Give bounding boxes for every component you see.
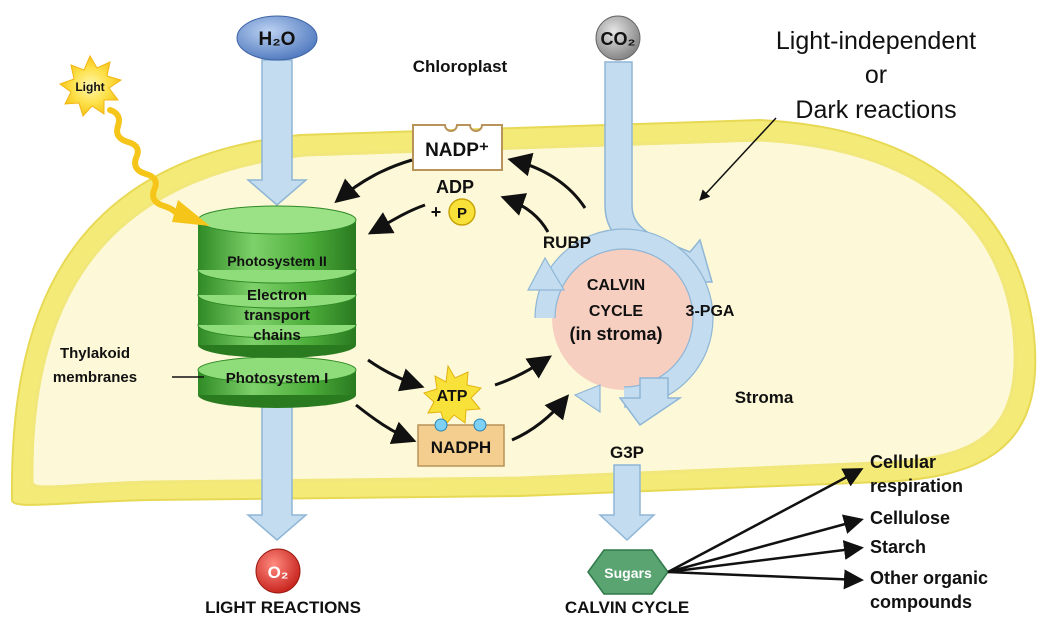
arrow-sugars-to-respiration: [667, 468, 864, 574]
light-independent-line3: Dark reactions: [795, 96, 956, 124]
arrow-sugars-to-cellulose: [667, 514, 864, 574]
co2-label: CO₂: [601, 29, 636, 49]
adp-label: ADP: [436, 177, 474, 197]
calvin-text-line2: CYCLE: [589, 303, 644, 320]
calvin-ring-arrowhead-left: [527, 256, 566, 291]
arrow-nadp-to-ps: [334, 158, 413, 204]
nadp-plus-box: [412, 124, 503, 171]
g3p-label: G3P: [610, 443, 644, 462]
light-independent-line2: or: [865, 61, 887, 89]
photosystem-ii-label: Photosystem II: [227, 253, 327, 269]
cellulose-label: Cellulose: [870, 508, 950, 528]
calvin-cycle-circle: [552, 246, 696, 390]
cellular-respiration-line2: respiration: [870, 476, 963, 496]
arrow-ps-to-nadph: [355, 403, 417, 445]
nadph-electron-2: [473, 418, 487, 432]
light-label: Light: [75, 80, 104, 94]
thylakoid-label-line2: membranes: [53, 369, 137, 386]
calvin-cycle-ring-edge: [534, 228, 714, 408]
thylakoid-label-line1: Thylakoid: [60, 345, 130, 362]
rubp-label: RUBP: [543, 233, 591, 252]
h2o-label: H₂O: [259, 29, 296, 50]
phosphate-label: P: [457, 205, 467, 222]
arrow-sugars-to-starch: [667, 540, 864, 574]
light-arrowhead: [172, 200, 210, 226]
thylakoid-stack: [197, 205, 357, 408]
phosphate-circle: [448, 198, 476, 226]
atp-burst: [423, 364, 483, 426]
o2-flow-arrow: [245, 399, 309, 541]
other-organic-line2: compounds: [870, 592, 972, 612]
o2-circle: [255, 548, 301, 594]
light-wave: [107, 107, 181, 219]
co2-circle: [595, 15, 641, 61]
other-organic-line1: Other organic: [870, 568, 988, 588]
nadph-box: [417, 424, 505, 467]
calvin-text-line3: (in stroma): [569, 324, 662, 344]
light-source: [58, 54, 210, 226]
calvin-text-line1: CALVIN: [587, 277, 645, 294]
arrow-adp-to-ps: [367, 203, 426, 235]
etc-line2: transport: [244, 307, 310, 324]
h2o-flow-arrow: [245, 59, 309, 206]
stroma-label: Stroma: [735, 388, 794, 407]
calvin-cycle-ring-inner-edge: [554, 248, 694, 388]
arrow-ps-to-atp: [367, 358, 425, 392]
pga-label: 3-PGA: [686, 303, 735, 320]
sun-icon: [58, 54, 123, 117]
cellular-respiration-line1: Cellular: [870, 452, 936, 472]
g3p-to-sugars-arrow: [598, 464, 656, 542]
sugars-label: Sugars: [604, 565, 652, 581]
nadph-label: NADPH: [431, 438, 491, 457]
atp-label: ATP: [437, 388, 468, 405]
arrow-rubp-to-nadp: [507, 152, 587, 209]
arrow-sugars-to-other: [667, 569, 864, 590]
dark-reactions-pointer: [699, 117, 777, 201]
etc-line3: chains: [253, 327, 301, 344]
light-reactions-label: LIGHT REACTIONS: [205, 598, 361, 617]
h2o-oval: [236, 15, 318, 61]
nadph-electron-1: [434, 418, 448, 432]
starch-label: Starch: [870, 537, 926, 557]
calvin-cycle-ring: [535, 229, 713, 407]
etc-line1: Electron: [247, 287, 307, 304]
chloroplast-label: Chloroplast: [413, 57, 508, 76]
arrow-atp-to-calvin: [494, 355, 552, 387]
o2-label: O₂: [268, 563, 289, 582]
calvin-cycle-label: CALVIN CYCLE: [565, 598, 689, 617]
nadp-plus-label: NADP⁺: [425, 140, 489, 161]
calvin-ring-arrowhead-bottom: [573, 384, 601, 414]
photosystem-i-label: Photosystem I: [226, 370, 329, 387]
light-independent-line1: Light-independent: [776, 27, 976, 55]
arrow-rubp-to-adp: [500, 193, 550, 233]
g3p-exit-arrow: [618, 377, 683, 427]
arrow-nadph-to-calvin: [511, 394, 570, 442]
plus-label: +: [431, 202, 442, 222]
